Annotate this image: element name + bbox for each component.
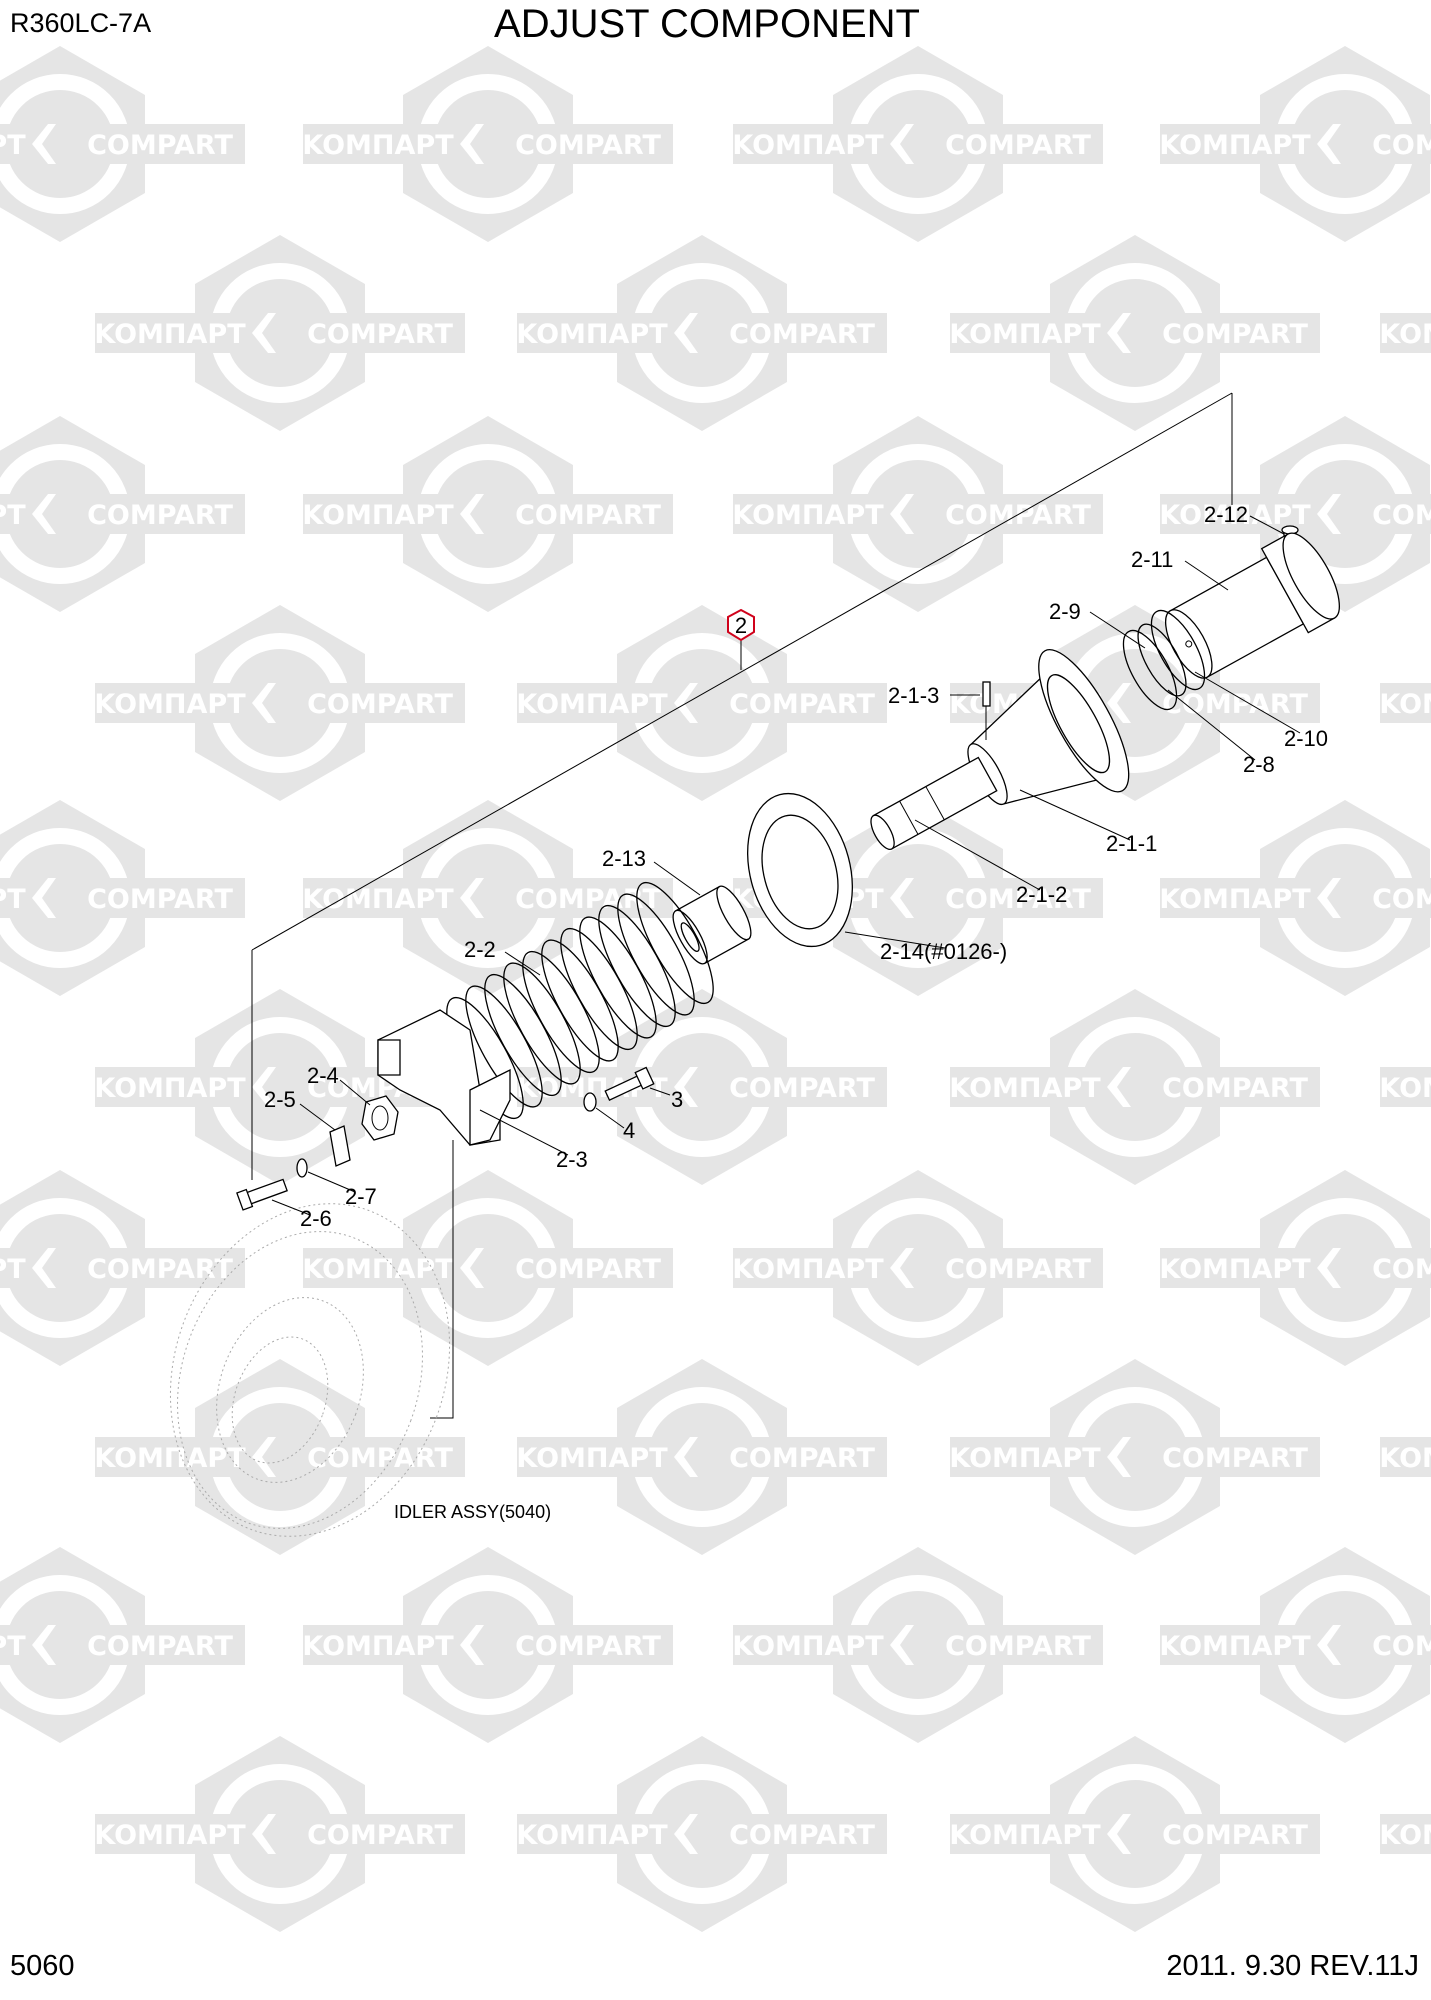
watermark-logo	[0, 1170, 245, 1366]
watermark-logo	[949, 989, 1320, 1185]
watermark-logo	[1159, 1547, 1431, 1743]
watermark-logo	[302, 416, 673, 612]
watermark-logo	[516, 1736, 887, 1932]
spring-coil	[617, 893, 695, 1016]
assembly-callout[interactable]: 2	[727, 608, 755, 642]
part-labels: 2-12 2-11 2-9 2-1-3 2-10 2-8 2-1-1 2-13 …	[264, 502, 1328, 1522]
watermark-logo	[302, 1547, 673, 1743]
watermark-logo	[94, 235, 465, 431]
bolt-2-6	[236, 1178, 288, 1211]
label-2-7[interactable]: 2-7	[345, 1184, 377, 1209]
watermark-logo	[0, 46, 245, 242]
leader-lines	[271, 515, 1301, 1216]
watermark-logo	[0, 416, 245, 612]
watermark-logo	[94, 1736, 465, 1932]
watermark-logo	[1159, 800, 1431, 996]
washer-4	[583, 1092, 597, 1112]
bracket-2-3	[377, 1009, 511, 1146]
page-number: 5060	[10, 1950, 75, 1982]
callout-number: 2	[735, 613, 747, 638]
watermark-logo	[516, 605, 887, 801]
label-2-9[interactable]: 2-9	[1049, 599, 1081, 624]
watermark-logo	[94, 1359, 465, 1555]
watermark-logo	[1379, 605, 1431, 801]
watermark-logo	[949, 1359, 1320, 1555]
label-2-1-2[interactable]: 2-1-2	[1016, 882, 1067, 907]
watermark-logo	[949, 1736, 1320, 1932]
label-2-6[interactable]: 2-6	[300, 1206, 332, 1231]
watermark-logo	[949, 235, 1320, 431]
washer-2-7	[296, 1158, 308, 1178]
label-4[interactable]: 4	[623, 1118, 635, 1143]
nut-2-4	[361, 1095, 399, 1141]
label-2-3[interactable]: 2-3	[556, 1147, 588, 1172]
watermark-logo	[732, 46, 1103, 242]
label-2-5[interactable]: 2-5	[264, 1087, 296, 1112]
plate-2-5	[329, 1125, 351, 1167]
washer-2-14	[747, 792, 853, 948]
watermark-logo	[516, 235, 887, 431]
label-2-11[interactable]: 2-11	[1131, 547, 1173, 572]
watermark-logo	[302, 800, 673, 996]
watermark-logo	[1379, 989, 1431, 1185]
label-2-4[interactable]: 2-4	[307, 1063, 339, 1088]
watermark-logo	[1379, 235, 1431, 431]
watermark-layer	[0, 46, 1431, 1932]
label-2-1-1[interactable]: 2-1-1	[1106, 831, 1157, 856]
revision-date: 2011. 9.30 REV.11J	[1166, 1950, 1419, 1982]
watermark-logo	[0, 1547, 245, 1743]
watermark-logo	[516, 1359, 887, 1555]
watermark-logo	[1159, 1170, 1431, 1366]
label-2-14[interactable]: 2-14(#0126-)	[880, 939, 1007, 964]
watermark-logo	[732, 1547, 1103, 1743]
watermark-logo	[0, 800, 245, 996]
watermark-logo	[732, 416, 1103, 612]
idler-assembly-outline	[169, 1203, 451, 1537]
label-2-12[interactable]: 2-12	[1204, 502, 1248, 527]
watermark-logo	[1379, 1736, 1431, 1932]
label-2-2[interactable]: 2-2	[464, 937, 496, 962]
watermark-logo	[1159, 46, 1431, 242]
model-name: R360LC-7A	[10, 8, 152, 38]
label-2-10[interactable]: 2-10	[1284, 726, 1328, 751]
label-2-8[interactable]: 2-8	[1243, 752, 1275, 777]
label-idler-assy[interactable]: IDLER ASSY(5040)	[394, 1502, 551, 1522]
sleeve-2-13	[672, 885, 752, 965]
watermark-logo	[302, 46, 673, 242]
rings-2-8-2-9-2-10	[1122, 609, 1206, 711]
watermark-logo	[732, 1170, 1103, 1366]
label-2-13[interactable]: 2-13	[602, 846, 646, 871]
spring-coil	[636, 881, 714, 1005]
watermark-logo	[94, 605, 465, 801]
spring-2-2	[446, 881, 714, 1120]
assembly-frame-lines	[251, 392, 1233, 1419]
bolt-3	[604, 1066, 655, 1101]
label-2-1-3[interactable]: 2-1-3	[888, 683, 939, 708]
cylinder-2-11	[1164, 532, 1340, 679]
watermark-logo	[1379, 1359, 1431, 1555]
label-3[interactable]: 3	[671, 1087, 683, 1112]
shaft-2-1-1	[870, 649, 1130, 850]
pin-2-1-3	[982, 681, 991, 740]
page-title: ADJUST COMPONENT	[494, 2, 920, 46]
